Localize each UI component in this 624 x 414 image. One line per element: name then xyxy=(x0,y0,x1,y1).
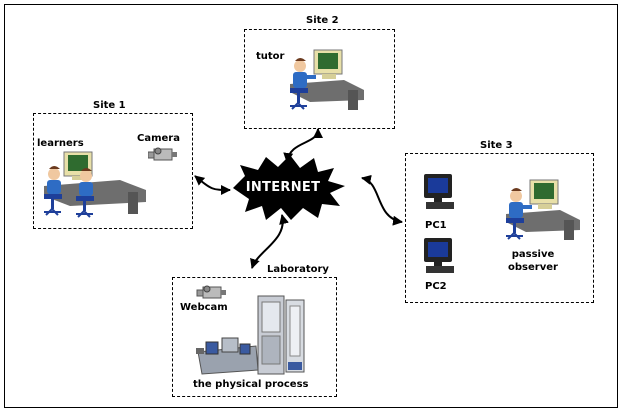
site1-box xyxy=(33,113,193,229)
laboratory-title: Laboratory xyxy=(267,264,329,275)
internet-cloud xyxy=(233,155,345,220)
site2-box xyxy=(244,29,395,129)
link-site1-internet xyxy=(194,175,231,195)
pc1-icon xyxy=(424,174,454,209)
webcam-icon xyxy=(196,285,226,299)
link-laboratory-internet xyxy=(250,214,289,269)
pc1-label: PC1 xyxy=(425,220,447,231)
camera-label: Camera xyxy=(137,133,180,144)
site2-title: Site 2 xyxy=(306,15,339,26)
site3-box xyxy=(405,153,594,303)
webcam-label: Webcam xyxy=(180,302,228,313)
pc2-icon xyxy=(424,238,454,273)
learners-label: learners xyxy=(37,138,84,149)
link-site3-internet xyxy=(361,174,403,226)
pc2-label: PC2 xyxy=(425,281,447,292)
observer-label-line2: observer xyxy=(508,262,558,273)
camera-icon xyxy=(148,147,177,161)
process-label: the physical process xyxy=(193,379,309,390)
diagram-border xyxy=(4,4,618,408)
site1-title: Site 1 xyxy=(93,100,126,111)
observer-workstation-icon xyxy=(506,179,580,240)
physical-process-icon xyxy=(196,295,305,375)
observer-label-line1: passive xyxy=(511,249,555,260)
internet-label: INTERNET xyxy=(245,180,321,195)
site3-title: Site 3 xyxy=(480,140,513,151)
tutor-label: tutor xyxy=(256,51,285,62)
link-site2-internet xyxy=(283,128,323,163)
laboratory-box xyxy=(172,277,337,397)
learners-workstation-icon xyxy=(44,151,146,218)
tutor-workstation-icon xyxy=(290,49,364,110)
